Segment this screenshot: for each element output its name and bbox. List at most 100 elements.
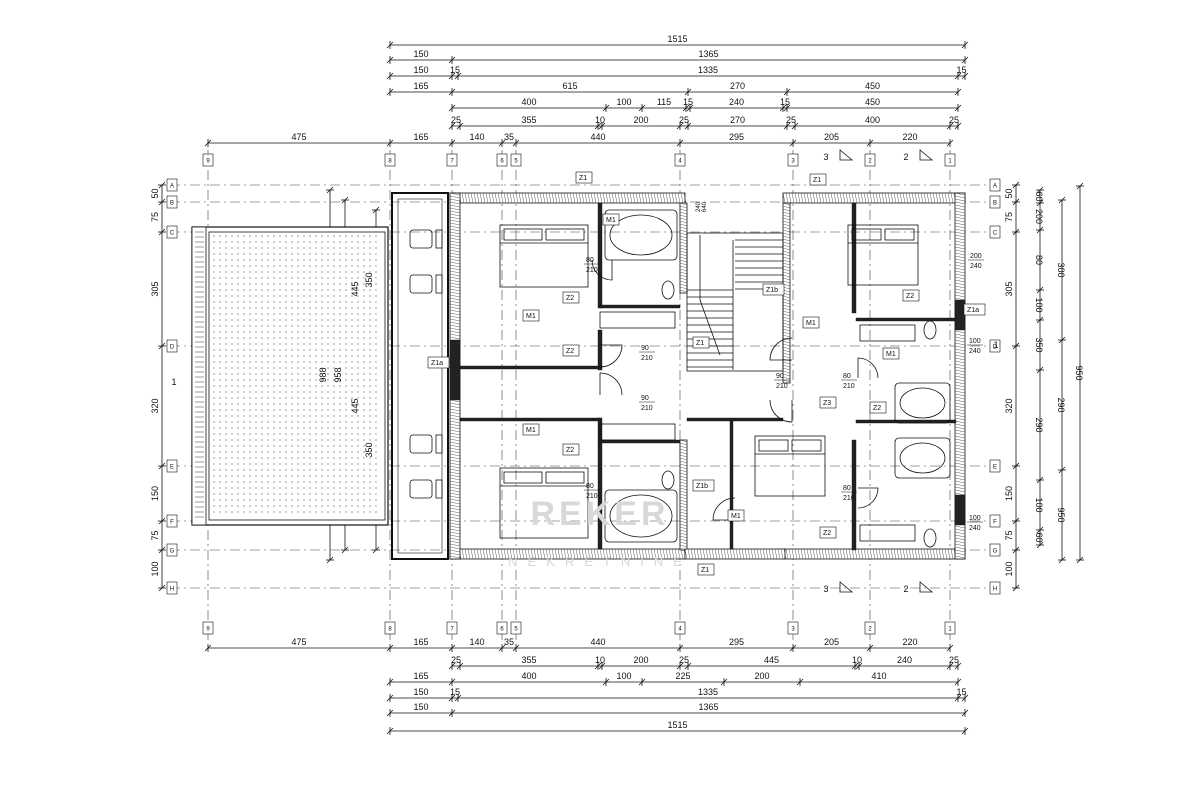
wall-hatch	[954, 459, 966, 463]
terrace-dot	[297, 427, 299, 429]
wall-hatch	[954, 273, 966, 277]
dim-slash	[386, 709, 394, 717]
dim-slash	[498, 644, 506, 652]
terrace-dot	[237, 433, 239, 435]
terrace-dot	[225, 469, 227, 471]
terrace-dot	[213, 307, 215, 309]
wall-hatch	[890, 192, 894, 204]
terrace-dot	[375, 343, 377, 345]
terrace-dot	[291, 481, 293, 483]
wall-hatch	[449, 405, 461, 409]
dim-label: 150	[413, 49, 428, 59]
dim-slash	[594, 662, 602, 670]
terrace-dot	[375, 397, 377, 399]
terrace-dot	[279, 475, 281, 477]
wall-hatch	[782, 319, 791, 323]
terrace-dot	[327, 445, 329, 447]
terrace-dot	[369, 235, 371, 237]
wall-hatch	[656, 548, 660, 560]
wall-hatch	[641, 192, 645, 204]
terrace-dot	[309, 487, 311, 489]
terrace-dot	[213, 277, 215, 279]
terrace-dot	[237, 445, 239, 447]
terrace-dot	[219, 493, 221, 495]
wall-hatch	[954, 441, 966, 445]
wall-hatch	[782, 364, 791, 368]
terrace-dot	[255, 379, 257, 381]
terrace-dot	[285, 319, 287, 321]
tag-box	[809, 173, 827, 186]
partition-wall	[851, 439, 857, 551]
tag-label: Z1a	[967, 307, 979, 314]
terrace-dot	[255, 415, 257, 417]
terrace-dot	[327, 385, 329, 387]
terrace-dot	[273, 289, 275, 291]
wall-hatch	[782, 295, 791, 299]
dim-label: 615	[562, 81, 577, 91]
wall-hatch	[690, 548, 694, 560]
wall-hatch	[449, 273, 461, 277]
terrace-dot	[291, 349, 293, 351]
dim-label: 355	[521, 655, 536, 665]
terrace-dot	[297, 295, 299, 297]
wall-hatch	[449, 543, 461, 547]
dim-slash	[783, 122, 791, 130]
terrace-dot	[279, 301, 281, 303]
wall-hatch	[954, 393, 966, 397]
terrace-dot	[303, 457, 305, 459]
opening-height: 210	[641, 405, 653, 412]
terrace-dot	[291, 271, 293, 273]
terrace-dot	[237, 313, 239, 315]
axis-bubble	[166, 459, 178, 473]
wall-hatch	[671, 192, 675, 204]
terrace-dot	[315, 499, 317, 501]
wall-hatch	[954, 417, 966, 421]
terrace-dot	[255, 445, 257, 447]
dim-slash	[386, 694, 394, 702]
terrace-dot	[321, 337, 323, 339]
wall-hatch	[800, 192, 804, 204]
terrace-dot	[339, 277, 341, 279]
terrace-dot	[249, 475, 251, 477]
wall-hatch	[782, 208, 791, 212]
terrace-dot	[309, 349, 311, 351]
wall-hatch	[449, 333, 461, 337]
terrace-dot	[369, 493, 371, 495]
terrace-dot	[363, 319, 365, 321]
wall-hatch	[473, 548, 477, 560]
wall-hatch	[449, 510, 461, 514]
wall-hatch	[575, 548, 579, 560]
wall-hatch	[954, 399, 966, 403]
terrace-dot	[261, 481, 263, 483]
wall-hatch	[851, 192, 855, 204]
terrace-dot	[243, 259, 245, 261]
terrace-dot	[357, 373, 359, 375]
axis-bubble	[166, 543, 178, 557]
terrace-dot	[297, 259, 299, 261]
wall-hatch	[449, 204, 461, 208]
opening-width: 90	[641, 395, 649, 402]
wall-hatch	[785, 192, 789, 204]
terrace-dot	[327, 367, 329, 369]
terrace-dot	[297, 289, 299, 291]
wall-hatch	[449, 444, 461, 448]
terrace-dot	[375, 457, 377, 459]
terrace-dot	[273, 421, 275, 423]
terrace-dot	[261, 511, 263, 513]
wall-hatch	[449, 300, 461, 304]
dim-slash	[783, 88, 791, 96]
terrace-dot	[321, 463, 323, 465]
terrace-dot	[303, 337, 305, 339]
wall-hatch	[449, 417, 461, 421]
wall-hatch	[629, 192, 633, 204]
wall-hatch	[884, 548, 888, 560]
terrace-dot	[357, 379, 359, 381]
dim-label: 165	[413, 637, 428, 647]
wall-hatch	[545, 192, 549, 204]
terrace-dot	[351, 505, 353, 507]
terrace-dot	[309, 259, 311, 261]
terrace-dot	[369, 481, 371, 483]
window-pier	[954, 299, 966, 331]
terrace-dot	[351, 457, 353, 459]
terrace-dot	[267, 445, 269, 447]
